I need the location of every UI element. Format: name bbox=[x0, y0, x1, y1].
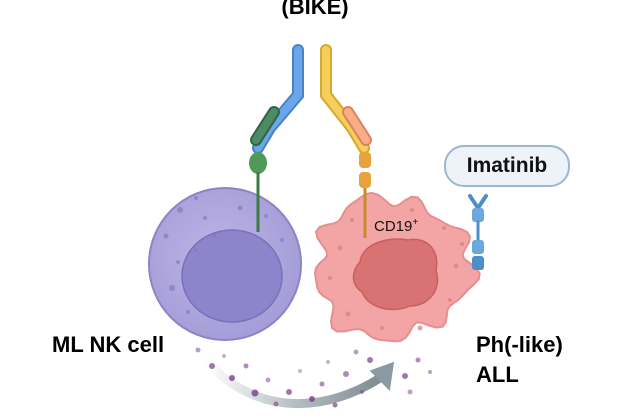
imatinib-target-receptor bbox=[468, 194, 488, 270]
nk-nucleus bbox=[181, 229, 283, 323]
nk-activating-receptor bbox=[249, 152, 267, 232]
imatinib-label: Imatinib bbox=[466, 154, 548, 177]
cancer-cell bbox=[313, 191, 481, 343]
imatinib-callout: Imatinib bbox=[444, 145, 570, 187]
cd19-receptor bbox=[359, 152, 371, 238]
nk-granule-dots bbox=[163, 196, 284, 314]
cancer-dots bbox=[328, 208, 464, 331]
nk-cell-label: ML NK cell bbox=[52, 332, 165, 357]
cd19-label-sup: + bbox=[412, 217, 419, 228]
cytotoxic-release-arrow bbox=[200, 355, 395, 409]
cd19-label: CD19+ bbox=[374, 217, 418, 235]
cancer-cell-label-line2: ALL bbox=[476, 362, 519, 387]
nk-cell bbox=[148, 187, 302, 341]
diagram-title: (BIKE) bbox=[281, 0, 349, 19]
cancer-cell-label-line1: Ph(-like) bbox=[476, 332, 563, 357]
bike-antibody bbox=[250, 44, 372, 154]
cancer-nucleus bbox=[352, 238, 439, 311]
cd19-label-text: CD19 bbox=[374, 218, 413, 235]
cytotoxic-granules bbox=[195, 347, 432, 408]
